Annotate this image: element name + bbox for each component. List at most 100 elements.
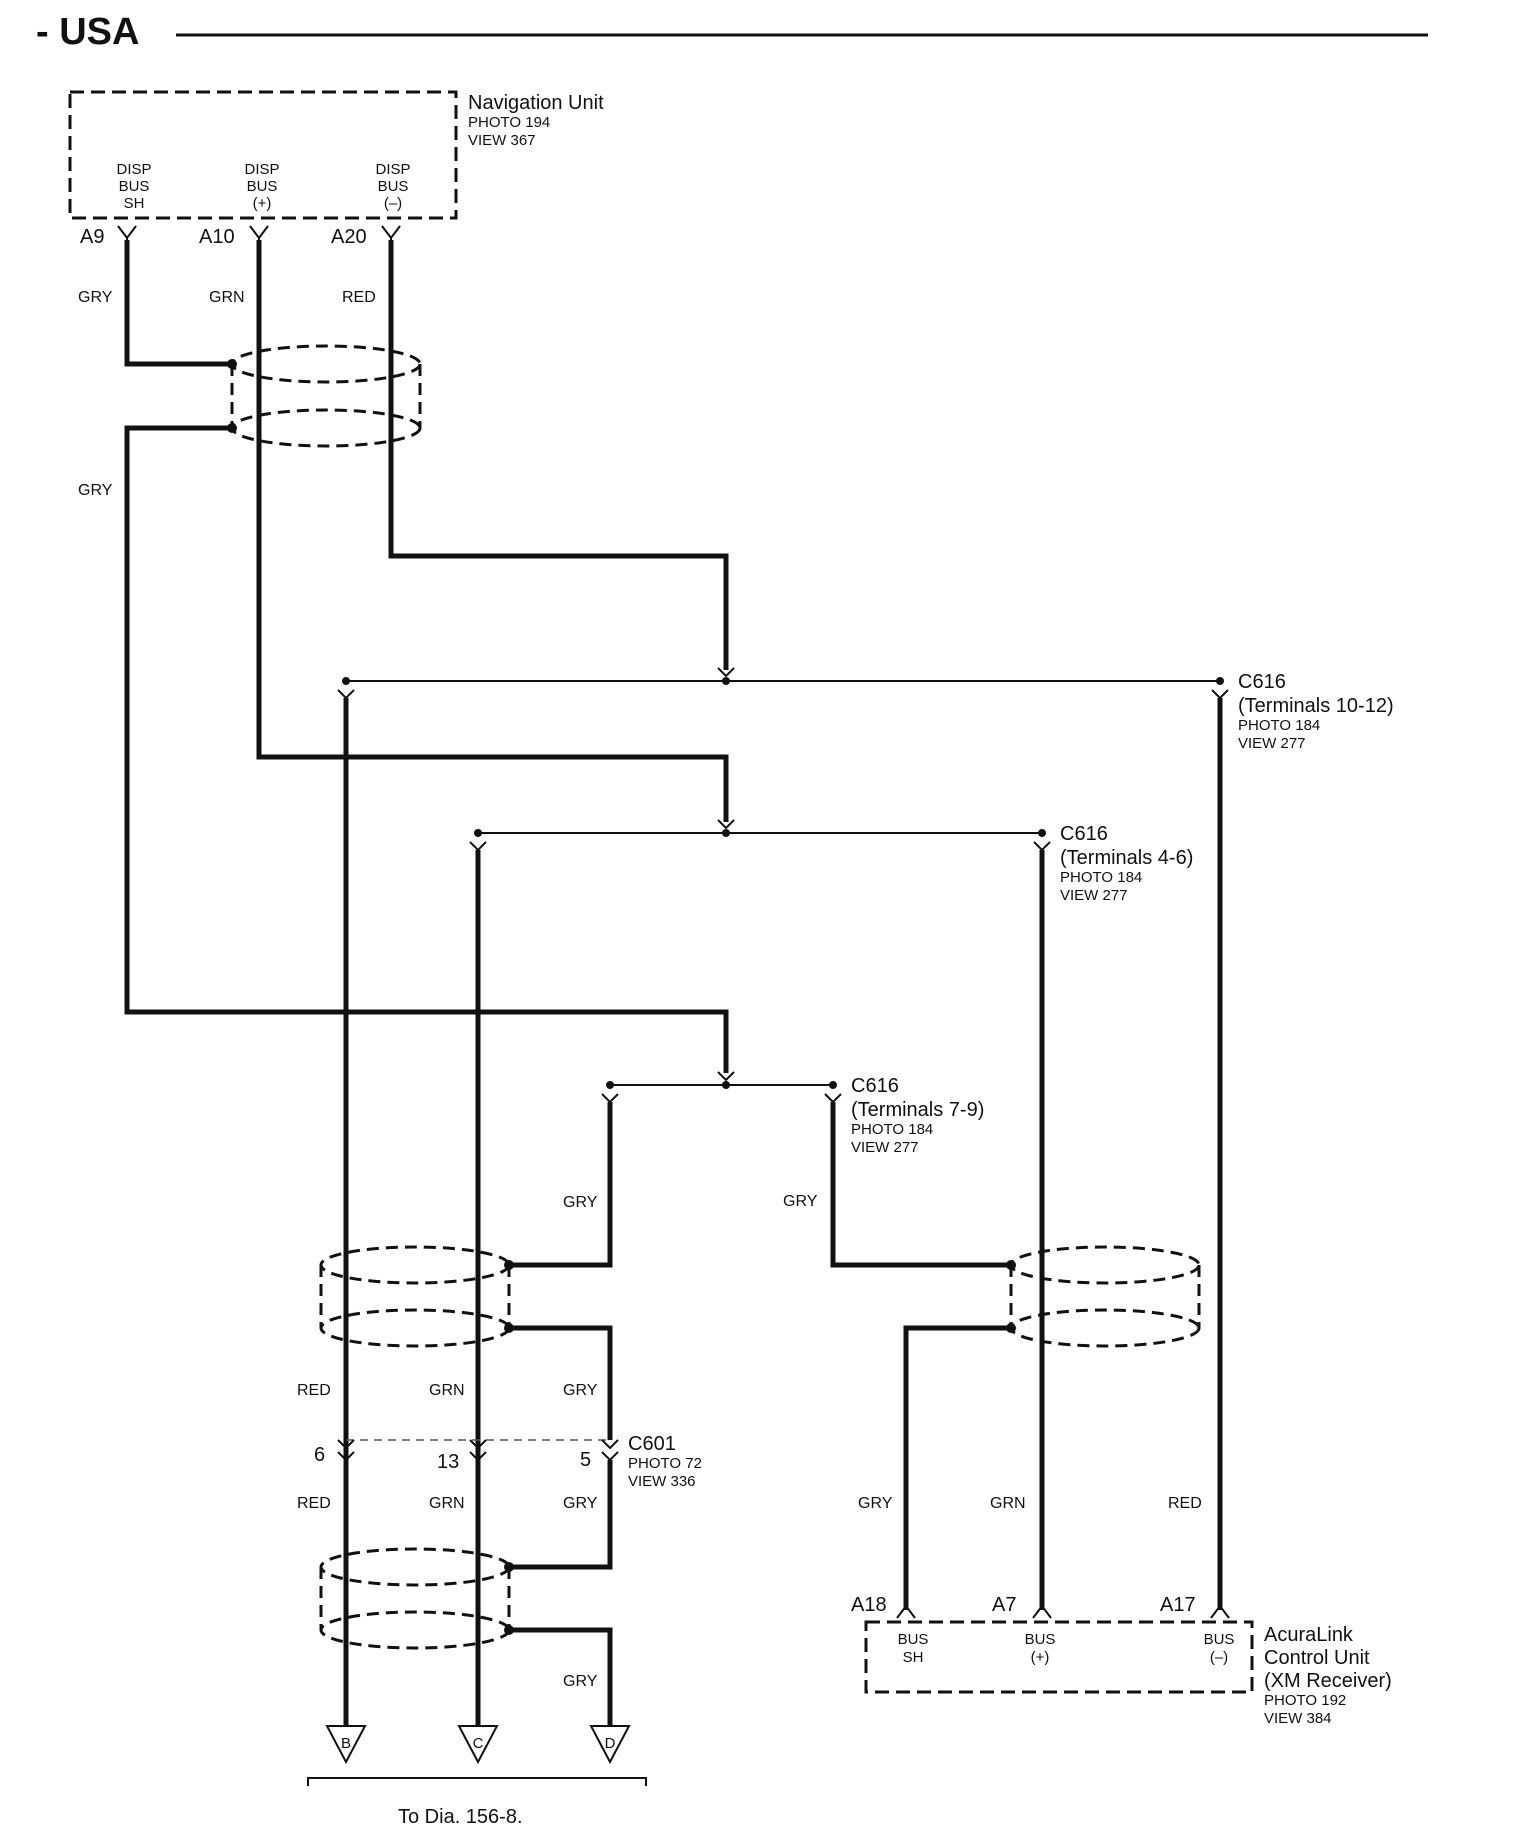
wire-gry-to-d xyxy=(507,1627,613,1726)
c616-7-9-mark-left xyxy=(601,1093,619,1104)
c616-7-9-view: VIEW 277 xyxy=(851,1139,919,1156)
c616-7-9-name: C616 xyxy=(851,1075,899,1097)
destination-label: To Dia. 156-8. xyxy=(398,1806,523,1828)
wire-label-grn-acuralink: GRN xyxy=(990,1495,1026,1512)
navigation-unit-photo: PHOTO 194 xyxy=(468,114,550,131)
wire-label-red-below-c601: RED xyxy=(297,1495,331,1512)
c616-4-6-mark-right xyxy=(1033,841,1051,852)
c616-10-12-view: VIEW 277 xyxy=(1238,735,1306,752)
wire-label-gry-above-c601: GRY xyxy=(563,1382,598,1399)
c616-10-12-mark-in xyxy=(717,667,735,678)
output-arrow-d-label: D xyxy=(605,1735,616,1752)
output-arrow-c: C xyxy=(457,1725,499,1765)
c616-7-9-node-left xyxy=(606,1081,614,1089)
nav-terminal-a9-line3: SH xyxy=(124,195,145,212)
nav-pin-a20: A20 xyxy=(331,226,367,248)
c601-photo: PHOTO 72 xyxy=(628,1455,702,1472)
wire-gry-to-c601 xyxy=(507,1325,613,1440)
c601-pin-5-mark xyxy=(601,1439,619,1462)
acura-terminal-a17-line1: BUS xyxy=(1204,1631,1235,1648)
wire-a9-gry xyxy=(124,240,232,367)
nav-terminal-a9-line1: DISP xyxy=(116,161,151,178)
wire-a10-grn xyxy=(256,240,729,822)
acura-terminal-mark-a7 xyxy=(1032,1604,1052,1619)
nav-terminal-a10-line2: BUS xyxy=(247,178,278,195)
wire-label-grn-above-c601: GRN xyxy=(429,1382,465,1399)
c616-4-6-photo: PHOTO 184 xyxy=(1060,869,1142,886)
c616-10-12-mark-left xyxy=(337,689,355,700)
c616-10-12-terminals: (Terminals 10-12) xyxy=(1238,695,1394,717)
nav-terminal-a20-line1: DISP xyxy=(375,161,410,178)
wire-gry-c601-to-shield xyxy=(507,1460,613,1570)
wire-label-red-above-c601: RED xyxy=(297,1382,331,1399)
c616-4-6-node-left xyxy=(474,829,482,837)
region-title: - USA xyxy=(36,11,139,53)
c616-4-6-node-right xyxy=(1038,829,1046,837)
c601-name: C601 xyxy=(628,1433,676,1455)
nav-terminal-a10-line1: DISP xyxy=(244,161,279,178)
c616-4-6-name: C616 xyxy=(1060,823,1108,845)
c616-7-9-mark-in xyxy=(717,1071,735,1082)
wire-a20-red xyxy=(388,240,729,670)
navigation-unit-view: VIEW 367 xyxy=(468,132,536,149)
wire-label-grn-a10: GRN xyxy=(209,289,245,306)
c616-4-6-mark-left xyxy=(469,841,487,852)
nav-terminal-a20-line3: (–) xyxy=(384,195,402,212)
c616-10-12-node-mid xyxy=(722,677,730,685)
acuralink-unit-box xyxy=(864,1620,1254,1694)
navigation-unit-name: Navigation Unit xyxy=(468,92,604,114)
c601-pin-6: 6 xyxy=(314,1444,325,1466)
c601-pin-6-mark xyxy=(337,1439,355,1462)
c616-7-9-mark-right xyxy=(824,1093,842,1104)
wire-label-gry-right-drop: GRY xyxy=(783,1193,818,1210)
acura-terminal-a18-line2: SH xyxy=(903,1649,924,1666)
c616-10-12-name: C616 xyxy=(1238,671,1286,693)
c616-4-6-mark-in xyxy=(717,819,735,830)
nav-terminal-a9-line2: BUS xyxy=(119,178,150,195)
wire-shield-gry-main xyxy=(124,425,729,1073)
c616-7-9-node-mid xyxy=(722,1081,730,1089)
acuralink-name-line1: AcuraLink xyxy=(1264,1624,1354,1646)
wire-label-red-acuralink: RED xyxy=(1168,1495,1202,1512)
wire-label-gry-a9: GRY xyxy=(78,289,113,306)
shield-left-upper xyxy=(319,1245,514,1348)
c616-10-12-node-right xyxy=(1216,677,1224,685)
wire-label-grn-below-c601: GRN xyxy=(429,1495,465,1512)
wire-gry-right-drop xyxy=(830,1102,1011,1268)
nav-pin-a10: A10 xyxy=(199,226,235,248)
c616-4-6-view: VIEW 277 xyxy=(1060,887,1128,904)
output-arrow-b-label: B xyxy=(341,1735,351,1752)
wire-label-gry-shield: GRY xyxy=(78,482,113,499)
acura-pin-a17: A17 xyxy=(1160,1594,1196,1616)
nav-pin-a9: A9 xyxy=(80,226,104,248)
acuralink-view: VIEW 384 xyxy=(1264,1710,1332,1727)
shield-left-lower xyxy=(319,1547,514,1650)
wire-label-gry-bottom: GRY xyxy=(563,1673,598,1690)
c616-7-9-node-right xyxy=(829,1081,837,1089)
acuralink-photo: PHOTO 192 xyxy=(1264,1692,1346,1709)
output-arrow-d: D xyxy=(589,1725,631,1765)
wire-gry-left-drop xyxy=(507,1102,613,1268)
c616-4-6-node-mid xyxy=(722,829,730,837)
nav-terminal-a20-line2: BUS xyxy=(378,178,409,195)
nav-terminal-a10-line3: (+) xyxy=(253,195,272,212)
acura-terminal-a18-line1: BUS xyxy=(898,1631,929,1648)
navigation-unit-box xyxy=(68,90,458,220)
c601-pin-13-mark xyxy=(469,1439,487,1462)
acura-terminal-a7-line1: BUS xyxy=(1025,1631,1056,1648)
c616-7-9-photo: PHOTO 184 xyxy=(851,1121,933,1138)
wire-label-gry-left-drop: GRY xyxy=(563,1194,598,1211)
wire-label-gry-acuralink: GRY xyxy=(858,1495,893,1512)
c616-10-12-node-left xyxy=(342,677,350,685)
shield-right xyxy=(1006,1245,1201,1348)
wire-label-red-a20: RED xyxy=(342,289,376,306)
acura-terminal-a17-line2: (–) xyxy=(1210,1649,1228,1666)
c616-4-6-terminals: (Terminals 4-6) xyxy=(1060,847,1193,869)
acura-terminal-mark-a18 xyxy=(896,1604,916,1619)
acura-terminal-mark-a17 xyxy=(1210,1604,1230,1619)
destination-bracket xyxy=(307,1777,647,1786)
output-arrow-c-label: C xyxy=(473,1735,484,1752)
acuralink-name-line3: (XM Receiver) xyxy=(1264,1670,1392,1692)
acuralink-name-line2: Control Unit xyxy=(1264,1647,1370,1669)
